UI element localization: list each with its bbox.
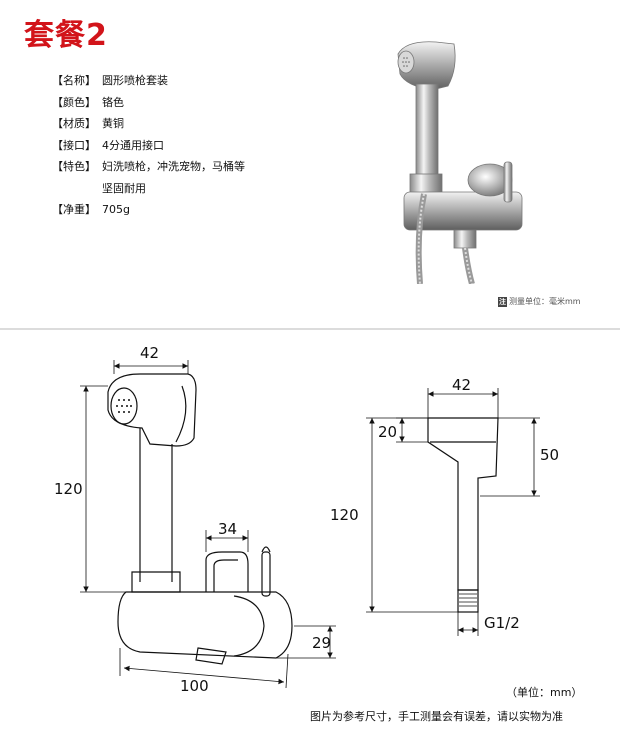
dim-line-valve-length bbox=[123, 665, 285, 685]
spec-row-name: 【名称】圆形喷枪套装 bbox=[52, 70, 245, 92]
left-head-curve bbox=[175, 385, 187, 443]
hose-left-hl bbox=[417, 193, 425, 284]
left-lever-cap bbox=[261, 546, 271, 553]
dim-valve-height: 29 bbox=[312, 634, 331, 652]
spec-row-color: 【颜色】铬色 bbox=[52, 92, 245, 114]
spec-row-material: 【材质】黄铜 bbox=[52, 113, 245, 135]
spec-value: 黄铜 bbox=[102, 117, 124, 130]
dim-thread: G1/2 bbox=[484, 614, 520, 632]
left-holder bbox=[131, 571, 181, 593]
spec-key: 【净重】 bbox=[52, 203, 96, 216]
spec-row-interface: 【接口】 4分通用接口 bbox=[52, 135, 245, 157]
hose-right-hl bbox=[464, 247, 473, 284]
left-nozzle bbox=[110, 387, 138, 425]
spec-value: 4分通用接口 bbox=[102, 138, 164, 152]
spec-value: 圆形喷枪套装 bbox=[102, 74, 168, 87]
note-text: 测量单位：毫米mm bbox=[509, 297, 581, 306]
dimension-drawing: 42 120 34 29 100 42 20 50 120 G1/2 bbox=[54, 344, 559, 695]
valve-lever bbox=[503, 161, 513, 203]
spec-value: 铬色 bbox=[102, 95, 124, 109]
left-bracket bbox=[205, 551, 249, 592]
product-photo bbox=[397, 41, 523, 284]
left-bracket-inner bbox=[213, 559, 238, 592]
dim-right-width: 42 bbox=[452, 376, 471, 394]
dim-left-height: 120 bbox=[54, 480, 83, 498]
dim-bracket-width: 34 bbox=[218, 520, 237, 538]
package-title: 套餐2 bbox=[24, 18, 108, 53]
unit-label: （单位：mm） bbox=[506, 686, 583, 699]
hose-connector bbox=[453, 229, 477, 249]
spec-list: 【名称】圆形喷枪套装 【颜色】铬色 【材质】黄铜 【接口】 4分通用接口 【特色】… bbox=[52, 70, 245, 221]
left-lever bbox=[261, 551, 271, 597]
spec-key: 【特色】 bbox=[52, 160, 96, 173]
spray-handle bbox=[415, 83, 439, 185]
right-head bbox=[427, 417, 499, 591]
note-icon: 注 bbox=[498, 296, 507, 307]
spec-value: 705g bbox=[102, 203, 130, 216]
section-divider bbox=[0, 328, 620, 330]
spec-row-weight: 【净重】 705g bbox=[52, 199, 245, 221]
spray-head bbox=[397, 41, 456, 91]
spec-value: 妇洗喷枪，冲洗宠物，马桶等 bbox=[102, 160, 245, 173]
dim-valve-length: 100 bbox=[180, 677, 209, 695]
photo-note: 注 测量单位：毫米mm bbox=[498, 296, 581, 307]
left-valve bbox=[117, 591, 293, 659]
spec-key: 【颜色】 bbox=[52, 95, 96, 109]
right-thread bbox=[457, 589, 479, 613]
spec-key: 【材质】 bbox=[52, 117, 96, 130]
dim-left-width: 42 bbox=[140, 344, 159, 362]
left-valve-end bbox=[233, 595, 265, 657]
spec-key: 【接口】 bbox=[52, 138, 96, 152]
left-outlet bbox=[195, 647, 227, 665]
spec-key: 【名称】 bbox=[52, 74, 96, 87]
spec-row-features: 【特色】妇洗喷枪，冲洗宠物，马桶等 bbox=[52, 156, 245, 178]
spec-value: 坚固耐用 bbox=[102, 181, 146, 195]
dim-right-height: 120 bbox=[330, 506, 359, 524]
disclaimer: 图片为参考尺寸，手工测量会有误差，请以实物为准 bbox=[310, 710, 563, 723]
dim-right-top: 20 bbox=[378, 423, 397, 441]
dim-right-head: 50 bbox=[540, 446, 559, 464]
left-spray-head bbox=[107, 373, 197, 447]
spec-row-features-cont: 坚固耐用 bbox=[52, 178, 245, 200]
holder bbox=[409, 173, 443, 195]
